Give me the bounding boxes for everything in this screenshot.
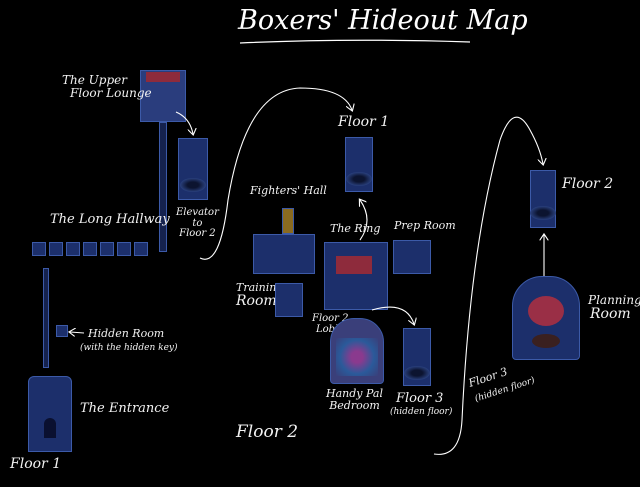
fighters-hall-room[interactable] — [282, 208, 294, 234]
long-hallway-label: The Long Hallway — [50, 212, 170, 227]
bedroom-floor-pattern — [336, 338, 378, 376]
the-ring-label: The Ring — [330, 222, 381, 235]
hidden-room[interactable] — [56, 325, 68, 337]
planning-table — [528, 296, 564, 326]
entrance-room[interactable] — [28, 376, 72, 452]
hidden-room-label: Hidden Room — [88, 327, 165, 340]
map-title: Boxers' Hideout Map — [238, 5, 528, 36]
entrance-corridor — [43, 268, 49, 368]
floor2-right-label: Floor 2 — [562, 176, 614, 192]
long-hallway[interactable] — [32, 242, 150, 256]
floor1-bottom-label: Floor 1 — [10, 456, 62, 472]
floor3-pad-icon — [404, 366, 430, 380]
ring-mat — [336, 256, 372, 274]
fighters-hall-label: Fighters' Hall — [250, 184, 327, 197]
entrance-door-icon — [44, 418, 56, 438]
floor2-big-label: Floor 2 — [236, 422, 299, 442]
lounge-corridor — [159, 122, 167, 252]
floor3-hidden-label: Floor 3 — [396, 391, 444, 406]
floor1-pad-icon — [346, 172, 372, 186]
prep-room[interactable] — [393, 240, 431, 274]
floor1-top-label: Floor 1 — [338, 114, 390, 130]
floor2-right-pad-icon — [530, 206, 556, 220]
the-ring-room[interactable] — [324, 242, 388, 310]
planning-floor-pad — [532, 334, 560, 348]
lounge-sofa — [146, 72, 180, 82]
entrance-label: The Entrance — [80, 401, 170, 416]
prep-room-label: Prep Room — [394, 219, 456, 232]
training-room[interactable] — [275, 283, 303, 317]
hidden-room-note: (with the hidden key) — [80, 343, 178, 353]
floor3-hidden-note: (hidden floor) — [390, 407, 453, 417]
fighters-hall-main[interactable] — [253, 234, 315, 274]
elevator-pad-icon — [180, 178, 206, 192]
